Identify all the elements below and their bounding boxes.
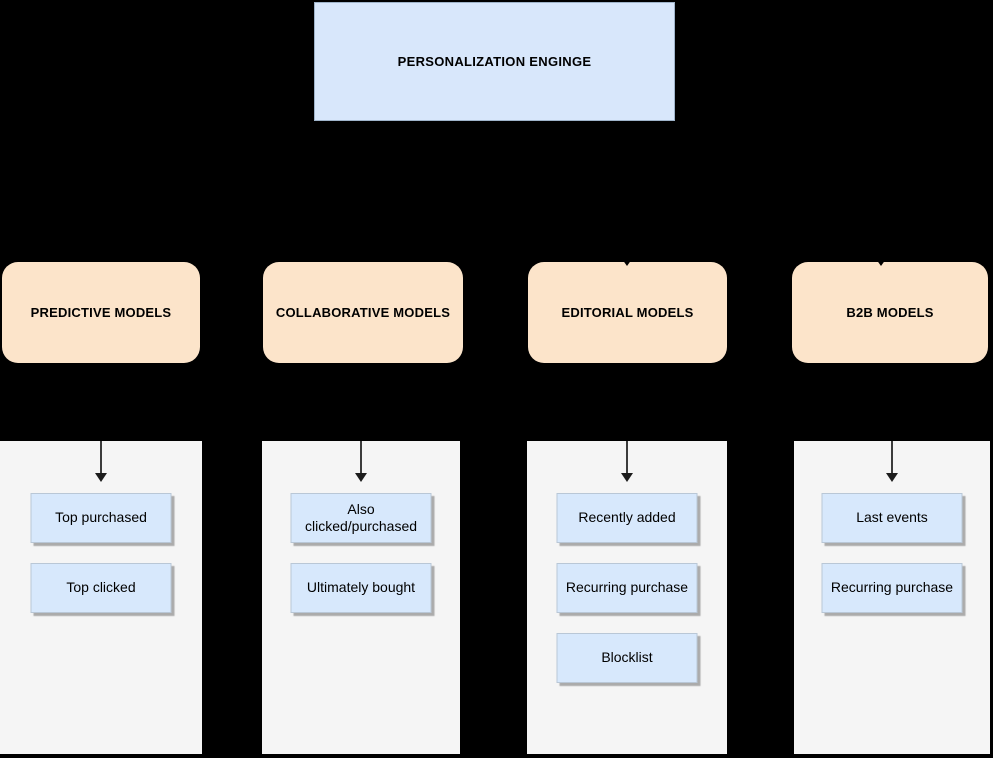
node-b2b-models-label: B2B MODELS — [846, 305, 934, 320]
down-arrow-icon — [355, 441, 367, 482]
node-ultimately-bought: Ultimately bought — [290, 563, 432, 613]
node-last-events: Last events — [821, 493, 963, 543]
node-recurring-purchase-b2b-label: Recurring purchase — [830, 579, 954, 596]
node-also-clicked-purchased: Also clicked/purchased — [290, 493, 432, 543]
node-top-purchased-label: Top purchased — [55, 509, 147, 526]
connector-arrowhead-icon — [876, 259, 886, 266]
node-editorial-models: EDITORIAL MODELS — [528, 262, 727, 363]
node-predictive-models-label: PREDICTIVE MODELS — [30, 305, 172, 320]
group-panel-collaborative: Also clicked/purchased Ultimately bought — [262, 441, 460, 754]
node-last-events-label: Last events — [856, 509, 928, 526]
node-personalization-engine-label: PERSONALIZATION ENGINGE — [397, 54, 592, 69]
node-predictive-models: PREDICTIVE MODELS — [2, 262, 200, 363]
group-panel-b2b: Last events Recurring purchase — [794, 441, 990, 754]
node-blocklist-label: Blocklist — [601, 649, 653, 666]
node-recurring-purchase-b2b: Recurring purchase — [821, 563, 963, 613]
down-arrow-icon — [95, 441, 107, 482]
group-panel-predictive: Top purchased Top clicked — [0, 441, 202, 754]
node-personalization-engine: PERSONALIZATION ENGINGE — [314, 2, 675, 121]
node-blocklist: Blocklist — [556, 633, 698, 683]
node-recurring-purchase-editorial: Recurring purchase — [556, 563, 698, 613]
node-top-purchased: Top purchased — [30, 493, 172, 543]
down-arrow-icon — [621, 441, 633, 482]
node-recently-added: Recently added — [556, 493, 698, 543]
node-collaborative-models: COLLABORATIVE MODELS — [263, 262, 463, 363]
node-ultimately-bought-label: Ultimately bought — [306, 579, 416, 596]
node-editorial-models-label: EDITORIAL MODELS — [561, 305, 694, 320]
node-recently-added-label: Recently added — [578, 509, 676, 526]
node-also-clicked-purchased-label: Also clicked/purchased — [304, 500, 418, 535]
down-arrow-icon — [886, 441, 898, 482]
node-top-clicked-label: Top clicked — [66, 579, 136, 596]
node-collaborative-models-label: COLLABORATIVE MODELS — [275, 305, 451, 320]
node-recurring-purchase-editorial-label: Recurring purchase — [565, 579, 689, 596]
group-panel-editorial: Recently added Recurring purchase Blockl… — [527, 441, 727, 754]
node-top-clicked: Top clicked — [30, 563, 172, 613]
node-b2b-models: B2B MODELS — [792, 262, 988, 363]
connector-arrowhead-icon — [622, 259, 632, 266]
